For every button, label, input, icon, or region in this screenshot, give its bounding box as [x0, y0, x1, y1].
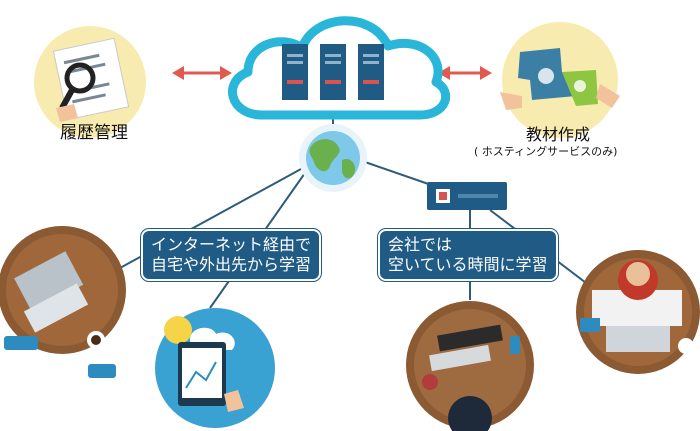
office-line1: 会社では	[388, 235, 453, 254]
material-illustration	[500, 22, 620, 138]
material-label: 教材作成	[526, 125, 591, 144]
desk-illustration	[406, 301, 534, 431]
home-learning-box: インターネット経由で 自宅や外出先から学習	[141, 229, 322, 281]
office-learning-box: 会社では 空いている時間に学習	[378, 229, 558, 281]
server-icon	[282, 44, 308, 100]
history-label: 履歴管理	[60, 123, 128, 143]
device-icon	[427, 182, 507, 210]
left-arrow	[172, 66, 232, 80]
server-icon	[320, 44, 346, 100]
right-arrow	[438, 66, 492, 80]
office-line2: 空いている時間に学習	[388, 255, 548, 274]
server-icon	[358, 44, 384, 100]
office-illustration	[576, 250, 700, 374]
tablet-illustration	[155, 308, 275, 428]
home-line2: 自宅や外出先から学習	[151, 255, 312, 274]
globe-icon	[299, 124, 367, 192]
laptop-illustration	[0, 226, 126, 378]
history-illustration	[34, 26, 146, 138]
home-line1: インターネット経由で	[151, 235, 312, 254]
material-sub-label: ( ホスティングサービスのみ)	[474, 145, 618, 158]
